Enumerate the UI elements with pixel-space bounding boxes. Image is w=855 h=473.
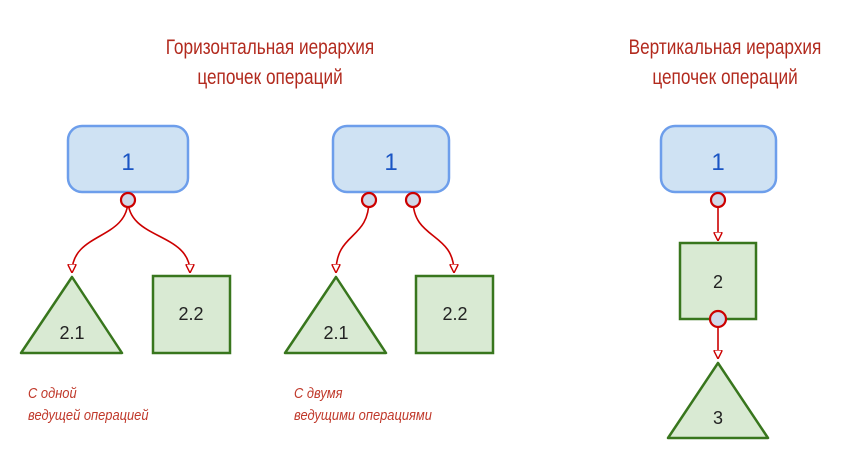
connector-1-to-2-1 [336,199,370,272]
caption-one-lead-line-1: С одной [28,385,77,402]
square-node-label: 2 [713,272,723,292]
root-node [331,124,451,194]
connector-1-to-2-2 [127,199,190,272]
output-port-right [404,191,422,209]
output-port-middle [708,309,728,329]
output-port [119,191,137,209]
square-node [151,274,232,355]
connector-1-to-2-1 [72,199,129,272]
title-horizontal-hierarchy: Горизонтальная иерархия цепочек операций [122,33,417,93]
triangle-node [19,275,124,355]
triangle-node-label: 2.1 [323,323,348,343]
triangle-node-label: 2.1 [59,323,84,343]
caption-two-lead-line-1: С двумя [294,385,343,402]
caption-two-lead-line-2: ведущими операциями [294,407,432,424]
diagram-one-lead: 1 2.1 2.2 [19,124,232,355]
title-horizontal-line-2: цепочек операций [197,66,343,89]
title-vertical-hierarchy: Вертикальная иерархия цепочек операций [590,33,855,93]
diagram-vertical: 1 2 3 [659,124,778,440]
caption-one-lead: С одной ведущей операцией [28,383,149,427]
title-vertical-line-2: цепочек операций [652,66,798,89]
root-node-label: 1 [384,149,397,176]
title-horizontal-line-1: Горизонтальная иерархия [165,36,375,59]
caption-one-lead-line-2: ведущей операцией [28,407,149,424]
square-node [414,274,495,355]
caption-two-lead: С двумя ведущими операциями [294,383,432,427]
triangle-node-label: 3 [713,408,723,428]
output-port-left [360,191,378,209]
square-node [678,241,758,321]
triangle-node [666,361,770,440]
title-vertical-line-1: Вертикальная иерархия [628,36,822,59]
root-node-label: 1 [711,149,724,176]
connector-1-to-2-2 [412,199,454,272]
root-node-label: 1 [121,149,134,176]
diagram-two-lead: 1 2.1 2.2 [283,124,495,355]
triangle-node [283,275,388,355]
output-port [709,191,727,209]
square-node-label: 2.2 [442,304,467,324]
square-node-label: 2.2 [178,304,203,324]
